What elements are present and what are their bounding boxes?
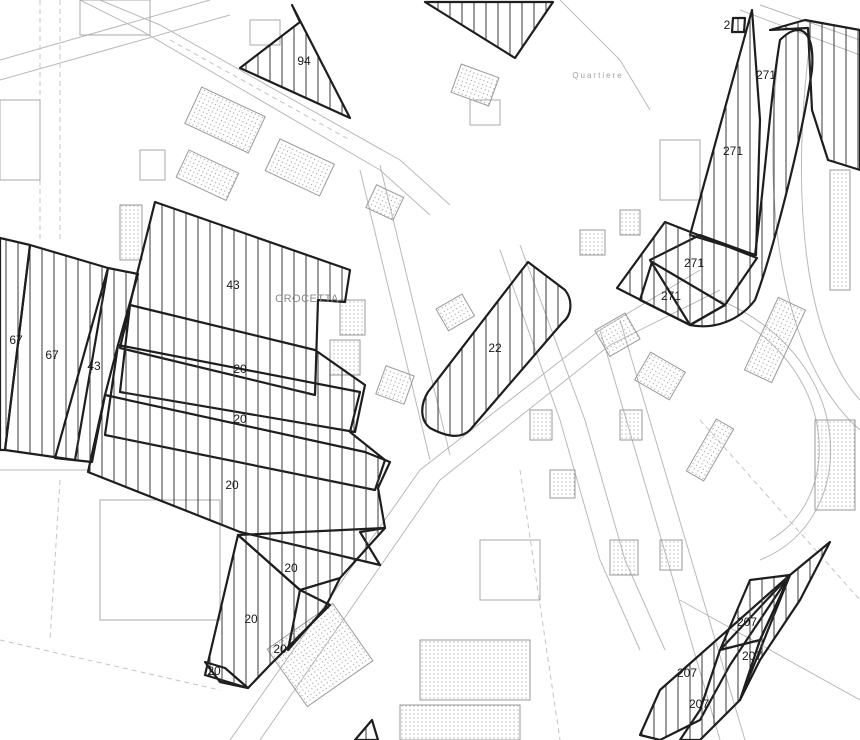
parcel-label-22: 22 [488, 341, 502, 355]
parcel-2-tiny[interactable] [730, 16, 747, 34]
parcel-20-g[interactable] [203, 660, 250, 690]
parcel-label-43-b: 43 [87, 359, 101, 373]
parcel-top-center[interactable] [423, 0, 555, 60]
parcel-label-67-a: 67 [9, 333, 23, 347]
parcel-94[interactable] [238, 3, 352, 120]
parcel-43-west[interactable] [53, 266, 140, 464]
place-labels: CROCETTA Quartiere [275, 71, 623, 305]
parcel-label-20-f: 20 [273, 642, 287, 656]
parcel-label-20-c: 20 [225, 478, 239, 492]
parcel-271-strip[interactable] [688, 8, 762, 257]
parcel-label-271-b: 271 [723, 144, 743, 158]
parcel-label-20-a: 20 [233, 362, 247, 376]
parcel-271-south-b[interactable] [638, 260, 727, 327]
parcel-207-north[interactable] [718, 573, 792, 652]
parcel-label-67-b: 67 [45, 348, 59, 362]
place-crocetta: CROCETTA [275, 293, 339, 305]
parcel-label-20-d: 20 [284, 561, 298, 575]
parcel-label-207-b: 207 [742, 649, 762, 663]
parcel-label-43-a: 43 [226, 278, 240, 292]
parcel-label-271-c: 271 [684, 256, 704, 270]
parcel-labels: 94 271 271 271 271 2 43 43 67 67 20 20 2… [9, 18, 776, 711]
place-top-faint: Quartiere [572, 71, 623, 80]
parcel-label-94: 94 [297, 54, 311, 68]
parcel-bottom-stub[interactable] [353, 718, 380, 740]
parcel-20-f[interactable] [286, 576, 342, 652]
parcel-label-271-d: 271 [661, 289, 681, 303]
parcel-label-207-a: 207 [737, 615, 757, 629]
parcel-label-20-e: 20 [244, 612, 258, 626]
parcel-22[interactable] [421, 260, 572, 437]
parcel-label-207-c: 207 [677, 666, 697, 680]
parcel-label-20-g: 20 [207, 664, 221, 678]
parcel-label-2: 2 [724, 18, 731, 32]
parcel-label-207-d: 207 [689, 697, 709, 711]
parcel-label-20-b: 20 [233, 412, 247, 426]
parcel-label-271-a: 271 [756, 68, 776, 82]
